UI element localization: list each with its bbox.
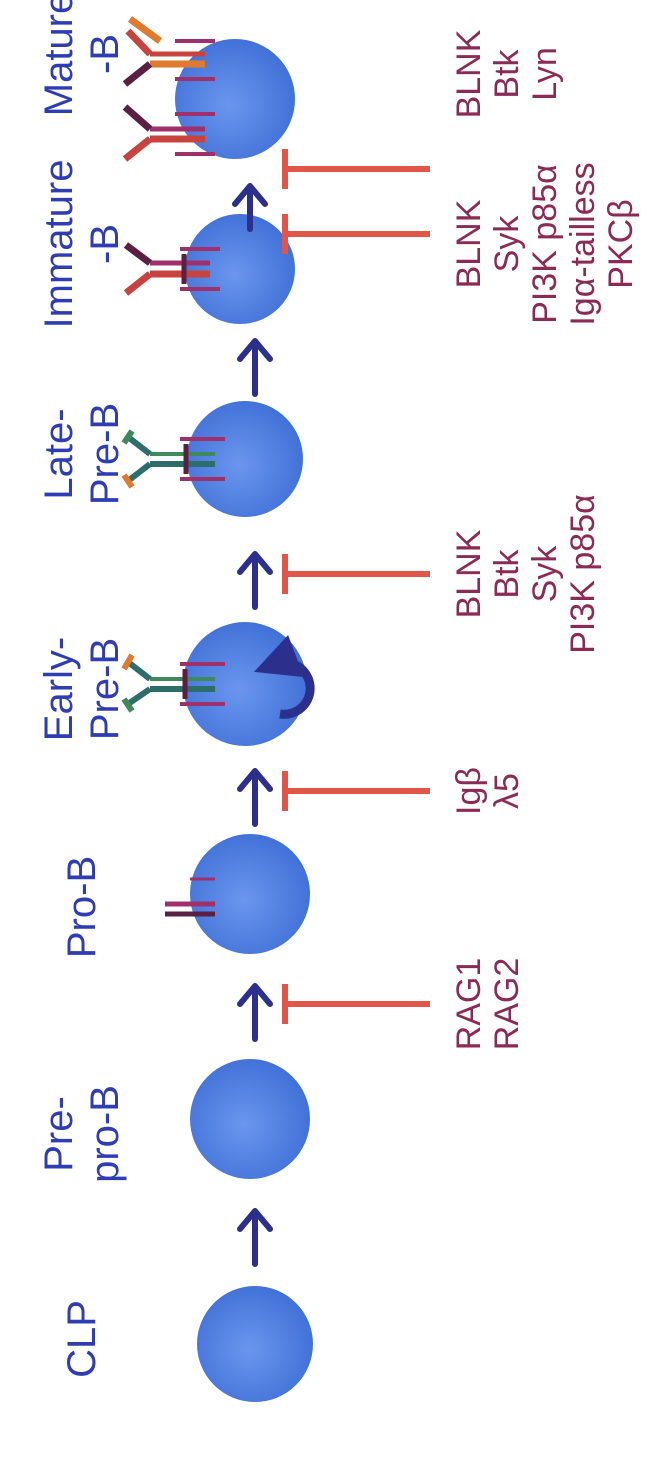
stage-label-clp: CLP — [60, 1300, 104, 1378]
gene-label: Igα-tailless — [564, 162, 602, 325]
gene-label: PI3K p85α — [564, 494, 602, 654]
cell-immature-b — [185, 214, 295, 324]
gene-block-rag: RAG1 RAG2 — [450, 958, 526, 1051]
gene-label: PKCβ — [602, 199, 640, 288]
gene-block-bcr-signaling: BLNK Syk PI3K p85α Igα-tailless PKCβ — [450, 162, 640, 325]
stage-label-line2: -B — [83, 34, 127, 74]
stage-label-line1: Early- — [37, 637, 81, 741]
progression-arrow-icon — [240, 341, 270, 394]
stage-label-line1: Immature — [37, 160, 81, 329]
cell-pro-b — [190, 834, 310, 954]
gene-label: RAG2 — [488, 958, 526, 1051]
progression-arrow-icon — [240, 1211, 270, 1264]
stage-label-late-pre-b: Late- Pre-B — [37, 403, 127, 505]
gene-label: Igβ — [450, 767, 488, 815]
stage-label-pre-pro-b: Pre- pro-B — [37, 1085, 127, 1183]
progression-arrow-icon — [240, 771, 270, 824]
cell-pre-pro-b — [190, 1059, 310, 1179]
stage-label-line2: pro-B — [83, 1085, 127, 1183]
gene-label: BLNK — [450, 529, 488, 618]
gene-label: BLNK — [450, 199, 488, 288]
gene-block-maturation: BLNK Btk Lyn — [450, 29, 564, 118]
cell-late-pre-b — [187, 401, 303, 517]
progression-arrow-icon — [240, 554, 270, 607]
gene-label: Syk — [526, 545, 564, 603]
gene-block-pre-bcr-signaling: BLNK Btk Syk PI3K p85α — [450, 494, 602, 654]
gene-label: BLNK — [450, 29, 488, 118]
gene-label: Btk — [488, 548, 526, 598]
stage-label-line2: -B — [83, 224, 127, 264]
progression-arrow-icon — [240, 986, 270, 1039]
stage-label-line1: CLP — [60, 1300, 104, 1378]
developmental-block-marker-icon — [285, 771, 430, 811]
stage-label-early-pre-b: Early- Pre-B — [37, 637, 127, 741]
gene-label: λ5 — [488, 773, 526, 809]
stage-label-mature-b: Mature -B — [37, 0, 127, 116]
stage-label-line2: Pre-B — [83, 403, 127, 505]
gene-label: PI3K p85α — [526, 164, 564, 324]
developmental-block-marker-icon — [285, 554, 430, 594]
developmental-block-marker-icon — [285, 214, 430, 254]
gene-label: Lyn — [526, 47, 564, 101]
developmental-block-marker-icon — [285, 984, 430, 1024]
stage-label-line1: Pre- — [37, 1096, 81, 1172]
stage-label-pro-b: Pro-B — [60, 856, 104, 958]
gene-label: RAG1 — [450, 958, 488, 1051]
stage-label-line1: Mature — [37, 0, 81, 116]
stage-label-line2: Pre-B — [83, 638, 127, 740]
stage-label-line1: Pro-B — [60, 856, 104, 958]
cell-early-pre-b — [183, 622, 307, 746]
developmental-block-marker-icon — [285, 149, 430, 189]
rotated-layout: CLP Pre- pro-B Pro-B Early- Pre-B Late- … — [37, 0, 640, 1402]
gene-label: Btk — [488, 48, 526, 98]
gene-label: Syk — [488, 215, 526, 273]
stage-label-line1: Late- — [37, 408, 81, 499]
cell-clp — [197, 1286, 313, 1402]
stage-label-immature-b: Immature -B — [37, 160, 127, 329]
gene-block-pre-bcr-components: Igβ λ5 — [450, 767, 526, 815]
